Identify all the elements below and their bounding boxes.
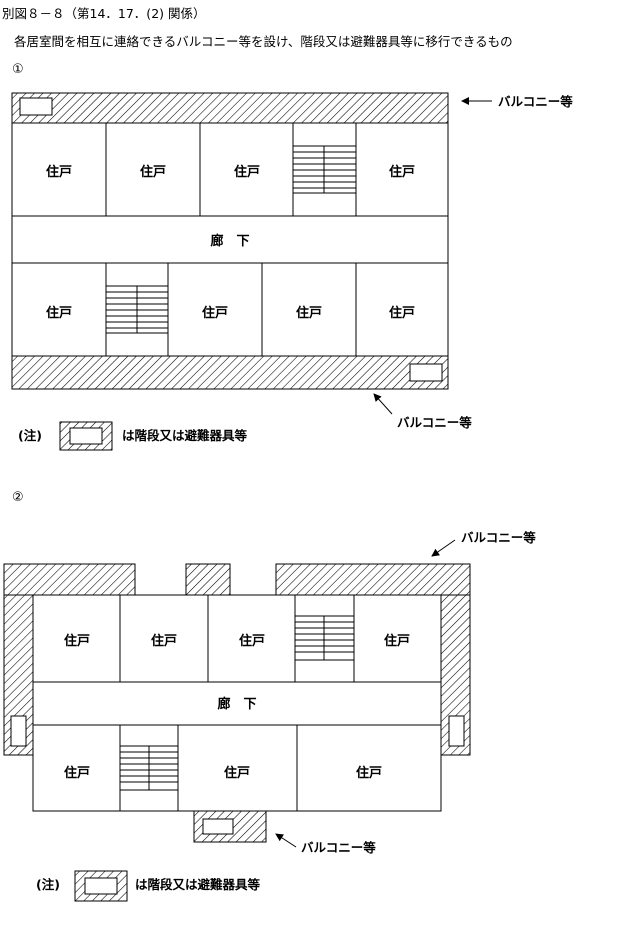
figure1-escape-device-bottom [409,363,443,382]
figure1-room-label: 住戸 [234,164,260,180]
figure2-escape-device-bottom [202,818,234,835]
figure1-room-label: 住戸 [46,305,72,321]
figure1-room-label: 住戸 [140,164,166,180]
figure2-note-prefix: (注) [36,877,60,892]
figure2-escape-device-right [448,715,465,747]
figure1-room-label: 住戸 [296,305,322,321]
figure1-stair-top [293,145,356,194]
figure1-escape-device-top [19,97,53,116]
figure2-plan: 住戸 住戸 住戸 住戸 住戸 住戸 住戸 廊 下 バルコニー等 バルコニー等 (… [3,530,536,902]
figure2-corridor-label: 廊 下 [217,696,256,712]
figure2-balcony-label-top: バルコニー等 [461,530,536,545]
figure2-room-label: 住戸 [151,633,177,649]
figure2-balcony-label-bottom: バルコニー等 [301,840,376,855]
figure1-stair-bottom [106,285,168,334]
figure-description: 各居室間を相互に連絡できるバルコニー等を設け、階段又は避難器具等に移行できるもの [14,34,513,49]
figure1-room-label: 住戸 [389,305,415,321]
figure1-room-label: 住戸 [389,164,415,180]
figure1-corridor-label: 廊 下 [210,233,249,249]
figure2-arrow-bottom [275,833,297,848]
figure2-room-label: 住戸 [239,633,265,649]
figure2-building [32,594,442,812]
figure1-balcony-label-top: バルコニー等 [498,94,573,109]
figure2-room-label: 住戸 [64,765,90,781]
figure1-note-text: は階段又は避難器具等 [122,428,248,443]
figure2-balcony-top-left [3,563,136,596]
figure1-room-label: 住戸 [202,305,228,321]
figure2-legend-swatch [74,870,128,902]
figure1-room-label: 住戸 [46,164,72,180]
figure2-room-label: 住戸 [64,633,90,649]
figure1-plan: 住戸 住戸 住戸 住戸 住戸 住戸 住戸 住戸 廊 下 バルコニー等 バルコニー… [11,92,573,451]
figure1-balcony-top [11,92,449,124]
figure1-note-prefix: (注) [18,428,42,443]
figure2-room-label: 住戸 [356,765,382,781]
figure1-building [11,122,449,357]
figure2-escape-device-left [10,715,27,747]
figure2-stair-bottom [120,745,178,791]
page-title: 別図８－８（第14．17．(2) 関係） [2,6,206,21]
figure1-balcony-label-bottom: バルコニー等 [397,415,472,430]
figure2-arrow-top [431,539,456,557]
figure1-marker: ① [12,62,24,77]
figure2-room-label: 住戸 [224,765,250,781]
figure2-balcony-top-right [275,563,471,596]
figure2-room-label: 住戸 [384,633,410,649]
figure1-arrow-bottom [373,393,393,415]
figure2-balcony-top-center [185,563,231,596]
figure2-stair-top [295,615,354,661]
figure2-marker: ② [12,490,24,505]
figure2-note-text: は階段又は避難器具等 [135,877,261,892]
figure1-balcony-bottom [11,355,449,390]
